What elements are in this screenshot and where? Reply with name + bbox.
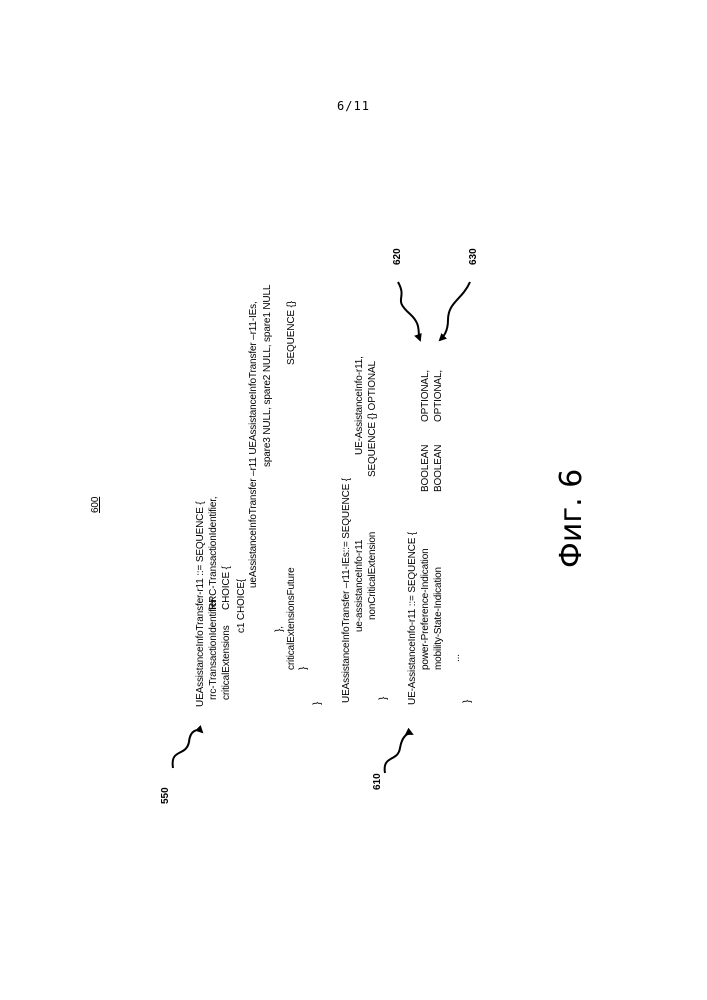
b3-line5: } xyxy=(462,700,473,703)
b3-line3c: OPTIONAL, xyxy=(433,370,444,422)
b3-line2c: OPTIONAL, xyxy=(420,370,431,422)
b1-line7: }, xyxy=(274,626,285,632)
b2-line4: } xyxy=(378,697,389,700)
ref-550: 550 xyxy=(160,787,171,804)
b1-line10: } xyxy=(312,702,323,705)
ref-620: 620 xyxy=(392,248,403,265)
figure-ref-600: 600 xyxy=(90,497,101,513)
leader-620 xyxy=(398,282,420,340)
ref-610: 610 xyxy=(372,773,383,790)
b1-line4: c1 CHOICE{ xyxy=(236,579,247,633)
b2-line2a: ue-assistanceInfo-r11 xyxy=(354,540,365,632)
b1-line3b: CHOICE { xyxy=(221,566,232,610)
b3-line1: UE-AssistanceInfo-r11 ::= SEQUENCE { xyxy=(407,532,418,705)
b2-line2b: UE-AssistanceInfo-r11, xyxy=(354,356,365,455)
leader-630 xyxy=(440,282,470,340)
b3-line2a: power-Preference-Indication xyxy=(420,548,431,670)
b3-line4: ... xyxy=(451,654,462,662)
b1-line8a: criticalExtensionsFuture xyxy=(286,567,297,670)
b1-line2b: RRC-TransactionIdentifier, xyxy=(208,496,219,610)
b3-line2b: BOOLEAN xyxy=(420,445,431,492)
leader-610 xyxy=(385,734,412,773)
b2-line1: UEAssistanceInfoTransfer –r11-IEs::= SEQ… xyxy=(341,478,352,703)
b1-line1: UEAssistanceInfoTransfer-r11 ::= SEQUENC… xyxy=(195,501,206,707)
b2-line3a: nonCriticalExtension xyxy=(367,532,378,620)
b2-line3b: SEQUENCE {} OPTIONAL xyxy=(367,361,378,477)
b1-line5: ueAssistanceInfoTransfer –r11 UEAssistan… xyxy=(248,301,259,588)
ref-630: 630 xyxy=(468,248,479,265)
b1-line2a: rrc-TransactionIdentifier xyxy=(208,599,219,700)
b1-line3a: criticalExtensions xyxy=(221,625,232,700)
figure-caption: Фиг. 6 xyxy=(555,469,589,568)
b1-line8b: SEQUENCE {} xyxy=(286,301,297,365)
b3-line3a: mobility-State-Indication xyxy=(433,567,444,670)
b1-line6: spare3 NULL, spare2 NULL, spare1 NULL xyxy=(262,285,273,467)
b1-line9: } xyxy=(298,667,309,670)
b3-line3b: BOOLEAN xyxy=(433,445,444,492)
leader-550 xyxy=(173,730,202,768)
